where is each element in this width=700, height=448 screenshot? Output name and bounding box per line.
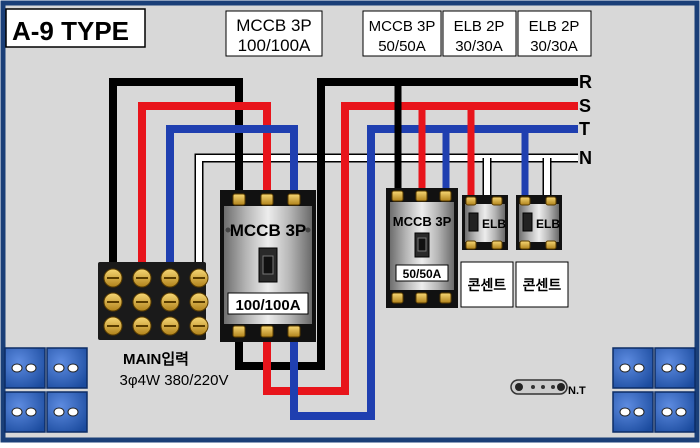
outlet-box-1 [460, 261, 514, 308]
corner-terminals-right [612, 347, 696, 433]
branch-mccb-title: MCCB 3P [393, 214, 452, 229]
label-elb-2-line2: 30/30A [530, 38, 578, 55]
outlet-label-2: 콘센트 [523, 277, 562, 293]
wire-r-input [109, 78, 243, 268]
label-elb-2: ELB 2P 30/30A [517, 10, 592, 57]
bus-label-r: R [579, 72, 592, 92]
main-terminal-block [98, 262, 209, 340]
bus-label-s: S [579, 96, 591, 116]
neutral-terminal-label: N.T [568, 385, 586, 397]
wire-t-input [166, 125, 298, 268]
label-elb-1-line1: ELB 2P [454, 18, 505, 35]
label-main-mccb: MCCB 3P 100/100A [225, 10, 323, 57]
elb-2-label: ELB [536, 217, 560, 231]
elb-1-label: ELB [482, 217, 506, 231]
outlet-label-1: 콘센트 [468, 277, 507, 293]
elb-breaker-1: ELB [462, 195, 508, 250]
bus-label-t: T [579, 119, 590, 139]
label-branch-mccb-line2: 50/50A [378, 38, 426, 55]
label-main-mccb-line1: MCCB 3P [236, 16, 312, 35]
elb-breaker-2: ELB [516, 195, 562, 250]
label-elb-2-line1: ELB 2P [529, 18, 580, 35]
outlet-box-2 [515, 261, 569, 308]
wire-t-bus [290, 125, 578, 420]
neutral-terminal-bar [510, 379, 568, 395]
main-input-label: MAIN입력 [123, 350, 189, 368]
wire-n [196, 155, 578, 268]
main-mccb-breaker: MCCB 3P 100/100A [220, 190, 316, 342]
title-box [5, 8, 146, 48]
wire-r-bus [235, 78, 578, 370]
bus-label-n: N [579, 148, 592, 168]
label-elb-1: ELB 2P 30/30A [442, 10, 517, 57]
main-mccb-rating: 100/100A [235, 297, 300, 314]
wires [109, 78, 578, 420]
wire-s-input [138, 102, 271, 268]
branch-mccb-breaker: MCCB 3P 50/50A [386, 188, 458, 308]
label-main-mccb-line2: 100/100A [238, 36, 311, 55]
page-title: A-9 TYPE [12, 16, 129, 46]
branch-mccb-rating: 50/50A [403, 267, 442, 281]
label-elb-1-line2: 30/30A [455, 38, 503, 55]
label-branch-mccb-line1: MCCB 3P [369, 18, 436, 35]
corner-terminals-left [4, 347, 88, 433]
label-branch-mccb: MCCB 3P 50/50A [362, 10, 442, 57]
main-mccb-title: MCCB 3P [230, 221, 307, 240]
main-input-spec: 3φ4W 380/220V [120, 372, 229, 389]
